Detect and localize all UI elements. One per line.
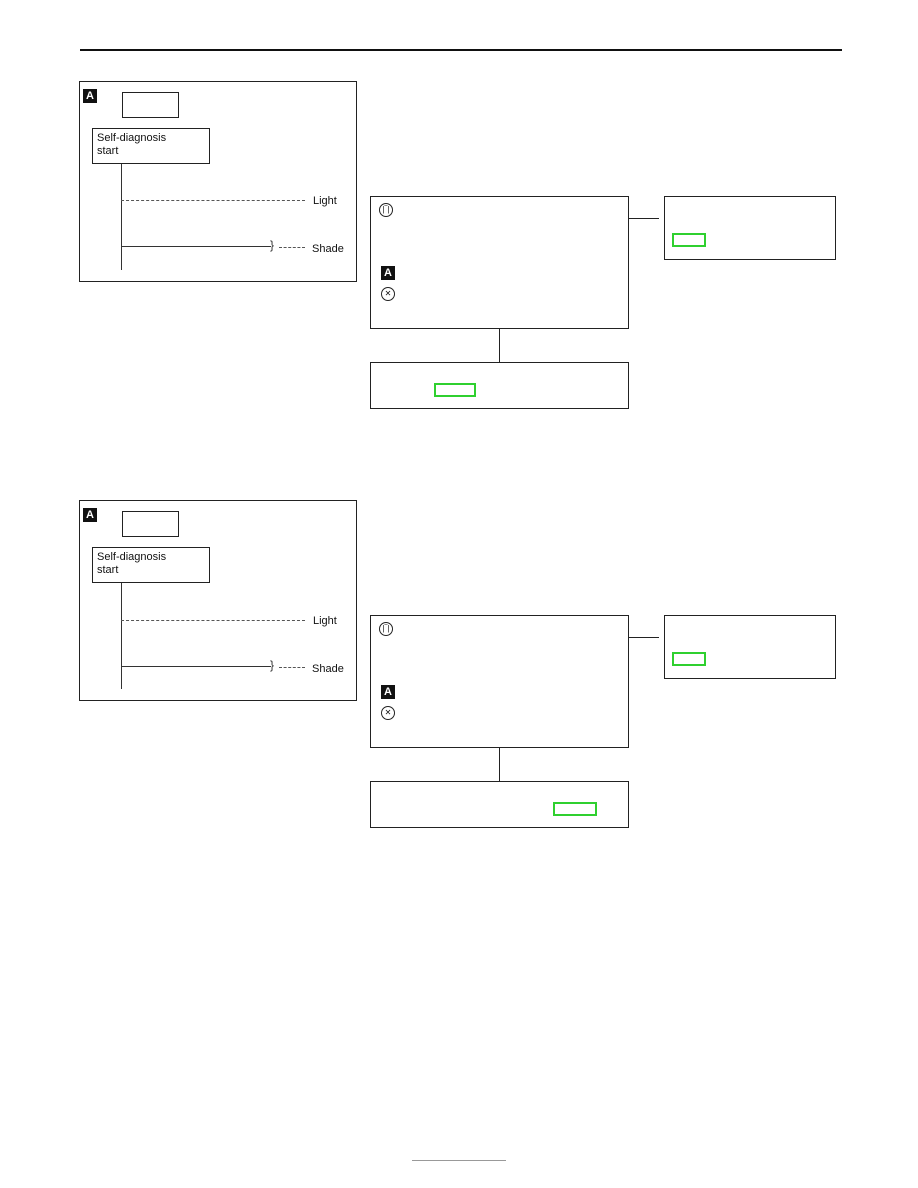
light-label: Light [313,195,337,207]
connector-line [499,329,500,362]
blank-label-box [122,511,179,537]
footer-rule [412,1160,506,1161]
result-box-4 [370,781,629,828]
shade-trace-dashed [279,247,305,248]
shade-trace-dashed [279,667,305,668]
engine-off-icon: ✕ [381,287,395,301]
highlight-box [672,652,706,666]
light-label: Light [313,615,337,627]
ignition-key-icon: |‾| [379,203,393,217]
ignition-key-icon: |‾| [379,622,393,636]
result-box-2 [370,362,629,409]
light-trace [121,620,305,621]
self-diagnosis-start-box: Self-diagnosis start [92,547,210,583]
highlight-box [672,233,706,247]
connector-line [499,748,500,781]
shade-trace [121,246,271,247]
shade-label: Shade [312,243,344,255]
light-trace [121,200,305,201]
connector-line [629,637,659,638]
break-mark-icon: } [270,658,275,672]
time-axis-line [121,164,122,270]
highlight-box [553,802,597,816]
shade-trace [121,666,271,667]
self-diagnosis-start-label: Self-diagnosis start [97,132,167,157]
connector-line [629,218,659,219]
highlight-box [434,383,476,397]
engine-off-icon: ✕ [381,706,395,720]
a-badge: A [83,508,97,522]
a-badge: A [83,89,97,103]
connector-line [629,218,630,219]
timing-diagram-1: A Self-diagnosis start Light } Shade [79,81,357,282]
timing-diagram-2: A Self-diagnosis start Light } Shade [79,500,357,701]
self-diagnosis-start-box: Self-diagnosis start [92,128,210,164]
break-mark-icon: } [270,238,275,252]
self-diagnosis-start-label: Self-diagnosis start [97,551,167,576]
result-box-1 [664,196,836,260]
result-box-3 [664,615,836,679]
procedure-box-1: |‾| A ✕ [370,196,629,329]
a-badge: A [381,266,395,280]
shade-label: Shade [312,663,344,675]
header-rule [80,49,842,51]
a-badge: A [381,685,395,699]
procedure-box-3: |‾| A ✕ [370,615,629,748]
blank-label-box [122,92,179,118]
time-axis-line [121,583,122,689]
